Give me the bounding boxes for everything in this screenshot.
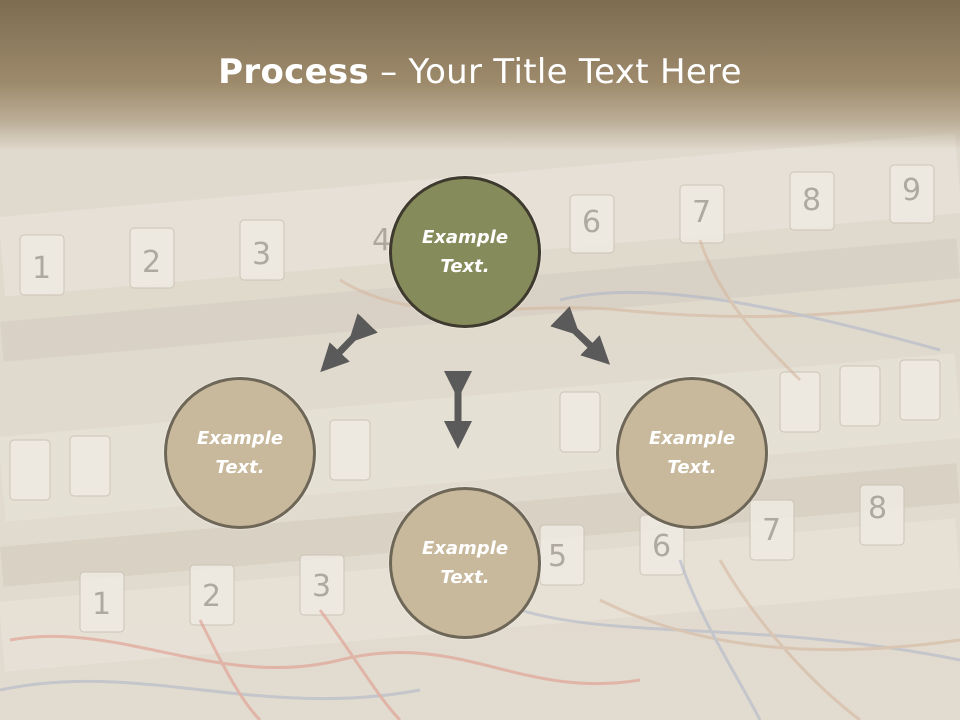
panel-number: 6 [652,529,671,564]
process-step-left[interactable]: Example Text. [164,377,316,529]
panel-number: 4 [372,223,391,258]
panel-number: 7 [762,513,781,548]
step-text: Example Text. [648,428,736,478]
panel-number: 9 [902,173,921,208]
slide-title: Process – Your Title Text Here [0,52,960,92]
panel-number: 3 [252,237,271,272]
title-rest: – Your Title Text Here [369,52,742,92]
step-text: Example Text. [196,428,284,478]
process-step-bottom[interactable]: Example Text. [389,487,541,639]
step-text: Example Text. [421,227,509,277]
panel-number: 1 [92,587,111,622]
process-step-right[interactable]: Example Text. [616,377,768,529]
title-band [0,0,960,150]
panel-number: 8 [868,491,887,526]
panel-number: 1 [32,251,51,286]
panel-number: 2 [142,245,161,280]
panel-number: 3 [312,569,331,604]
panel-number: 6 [582,205,601,240]
panel-number: 2 [202,579,221,614]
panel-number: 7 [692,195,711,230]
title-bold: Process [218,52,370,92]
process-step-top[interactable]: Example Text. [389,176,541,328]
panel-number: 8 [802,183,821,218]
step-text: Example Text. [421,538,509,588]
panel-number: 5 [548,539,567,574]
